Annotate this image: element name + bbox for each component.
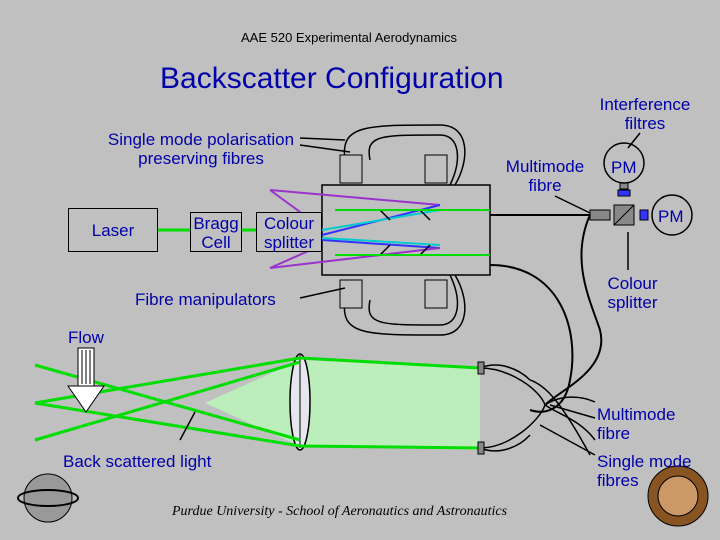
flow-label: Flow: [68, 328, 104, 347]
colour-splitter-right-label: Colour splitter: [607, 274, 658, 312]
pm-right-label: PM: [658, 207, 684, 226]
cyan-beam: [321, 209, 441, 231]
multimode-fibre-bottom-label: Multimode fibre: [597, 405, 676, 443]
pm-top-circle: [603, 142, 645, 184]
colour-splitter-box-label: Colour splitter: [263, 214, 315, 252]
green-beam-lower-2: [34, 401, 301, 448]
probe-body: [321, 184, 491, 276]
aero-logo-right: [647, 465, 709, 527]
page-title: Backscatter Configuration: [160, 62, 504, 95]
single-mode-fibres-label: Single mode fibres: [597, 452, 692, 490]
manipulator-bottom-right: [424, 279, 448, 309]
header-text: AAE 520 Experimental Aerodynamics: [241, 30, 458, 45]
manipulator-top-right: [424, 154, 448, 184]
light-cone: [205, 360, 480, 450]
pm-right-circle: [651, 194, 693, 236]
bragg-cell-label: Bragg Cell: [193, 214, 239, 252]
bragg-cell-box: Bragg Cell: [190, 212, 242, 252]
interference-filtres-label: Interference filtres: [599, 95, 691, 133]
manipulator-top-left: [339, 154, 363, 184]
manipulator-bottom-left: [339, 279, 363, 309]
purdue-logo-left: [17, 473, 79, 523]
fibre-manipulators-label: Fibre manipulators: [135, 290, 276, 309]
pm-top-label: PM: [611, 158, 637, 177]
laser-label: Laser: [91, 221, 135, 240]
multimode-fibre-top-label: Multimode fibre: [505, 157, 585, 195]
laser-box: Laser: [68, 208, 158, 252]
footer-text: Purdue University - School of Aeronautic…: [172, 504, 508, 519]
blue-beam-bottom: [321, 239, 441, 249]
flow-arrow: [67, 347, 105, 413]
colour-splitter-box: Colour splitter: [256, 212, 322, 252]
back-scattered-light-label: Back scattered light: [63, 452, 212, 471]
fibres-label: Single mode polarisation preserving fibr…: [107, 130, 295, 168]
